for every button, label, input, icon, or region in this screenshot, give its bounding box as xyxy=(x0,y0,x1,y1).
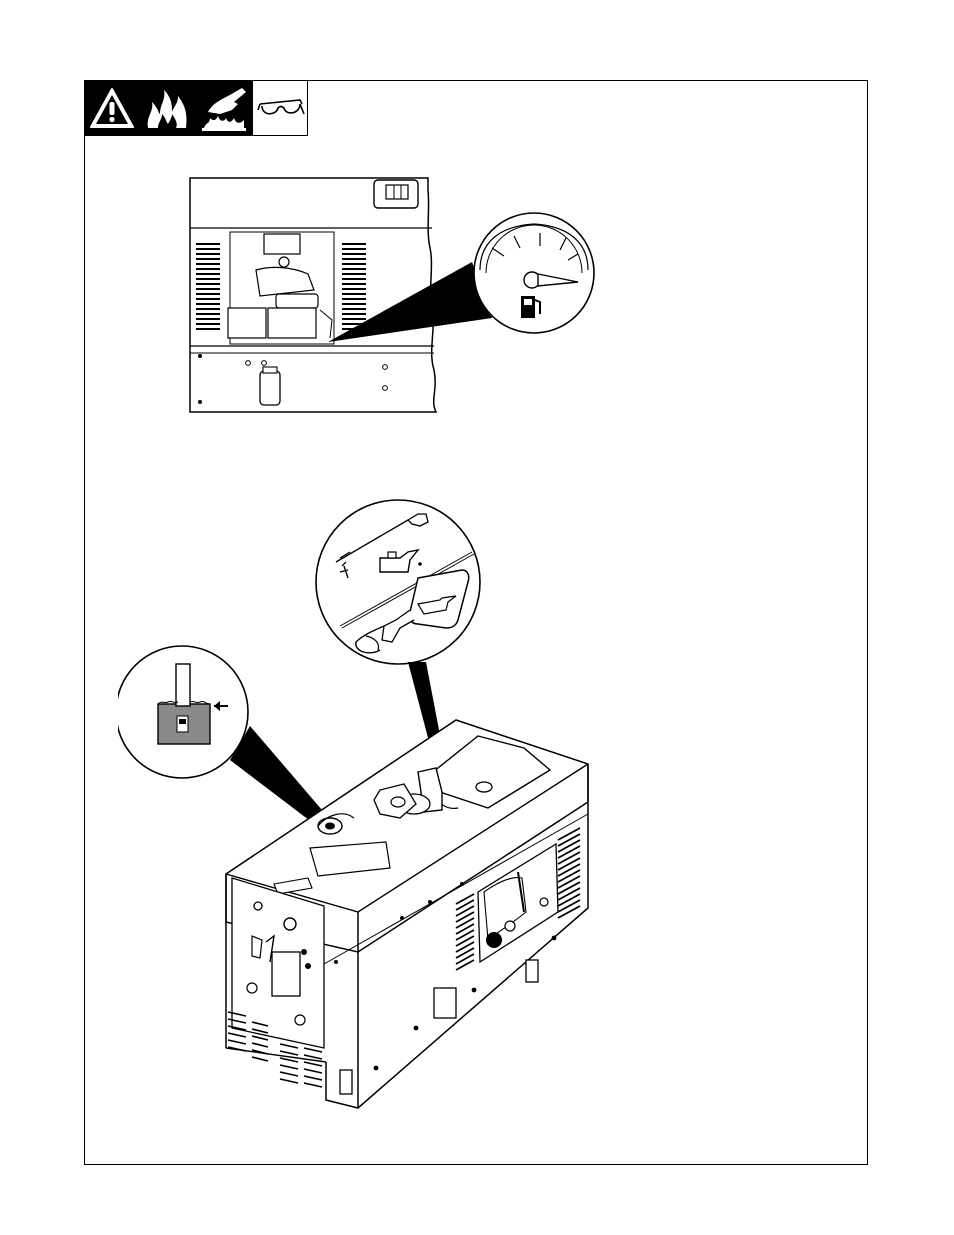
fuel-gauge-panel-illustration xyxy=(180,170,610,420)
hot-surface-hazard-icon xyxy=(196,80,252,136)
oil-check-welder-generator-illustration xyxy=(118,492,598,1122)
hazard-symbol-strip xyxy=(84,80,308,136)
fire-hazard-icon xyxy=(140,80,196,136)
general-warning-icon xyxy=(84,80,140,136)
safety-glasses-icon xyxy=(252,80,308,136)
